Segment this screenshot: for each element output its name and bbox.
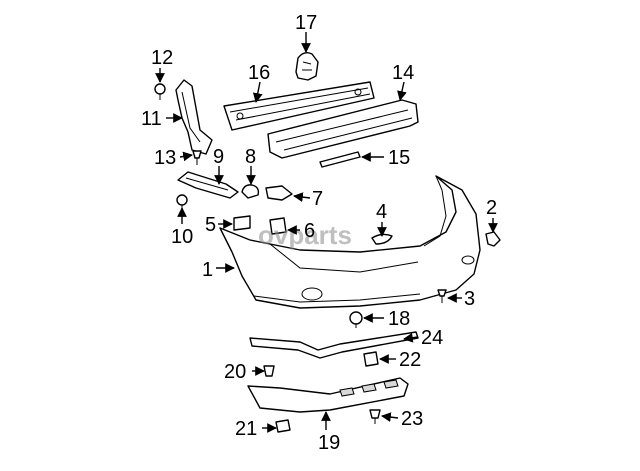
callout-24: 24 bbox=[421, 327, 443, 349]
part-19-spoiler bbox=[247, 377, 409, 413]
part-11-side-bracket bbox=[175, 79, 213, 155]
callout-7: 7 bbox=[312, 188, 323, 210]
part-23-fastener bbox=[369, 409, 381, 424]
callout-19: 19 bbox=[318, 432, 340, 454]
part-18-clip bbox=[349, 311, 363, 328]
part-22-clip bbox=[363, 351, 379, 367]
part-2-bolt bbox=[485, 231, 501, 247]
callout-12: 12 bbox=[151, 47, 173, 69]
part-15-seal bbox=[319, 151, 361, 168]
callout-10: 10 bbox=[171, 226, 193, 248]
callout-13: 13 bbox=[154, 147, 176, 169]
callout-6: 6 bbox=[304, 220, 315, 242]
part-17-bracket bbox=[295, 51, 319, 81]
watermark-text: ovparts bbox=[258, 220, 352, 250]
callout-17: 17 bbox=[295, 12, 317, 34]
callout-22: 22 bbox=[399, 349, 421, 371]
part-24-moulding bbox=[249, 331, 419, 359]
callout-4: 4 bbox=[376, 201, 387, 223]
part-13-screw bbox=[192, 150, 202, 165]
callout-9: 9 bbox=[213, 146, 224, 168]
callout-labels: 1 2 3 4 5 6 7 8 9 10 11 12 13 14 15 16 1… bbox=[141, 12, 497, 454]
part-20-clip bbox=[263, 365, 275, 377]
callout-20: 20 bbox=[224, 361, 246, 383]
part-6-clip bbox=[269, 217, 287, 235]
part-5-pad bbox=[233, 215, 251, 231]
callout-21: 21 bbox=[235, 418, 257, 440]
callout-5: 5 bbox=[205, 214, 216, 236]
part-8-retainer bbox=[241, 184, 260, 199]
callout-15: 15 bbox=[388, 147, 410, 169]
part-16-reinforcement bbox=[223, 81, 375, 131]
callout-23: 23 bbox=[401, 408, 423, 430]
part-3-bolt bbox=[437, 289, 447, 303]
part-10-clip bbox=[176, 194, 188, 210]
part-7-retainer bbox=[265, 185, 293, 201]
leader-lines bbox=[155, 32, 498, 433]
callout-16: 16 bbox=[248, 62, 270, 84]
callout-1: 1 bbox=[202, 259, 213, 281]
part-21-clip bbox=[275, 419, 291, 433]
callout-2: 2 bbox=[486, 197, 497, 219]
callout-11: 11 bbox=[141, 108, 162, 130]
callout-18: 18 bbox=[388, 308, 410, 330]
part-12-clip bbox=[154, 83, 166, 100]
callout-14: 14 bbox=[392, 62, 414, 84]
part-1-bumper-cover bbox=[219, 175, 481, 309]
callout-8: 8 bbox=[245, 146, 256, 168]
callout-3: 3 bbox=[464, 288, 475, 310]
part-9-bracket bbox=[177, 171, 239, 199]
